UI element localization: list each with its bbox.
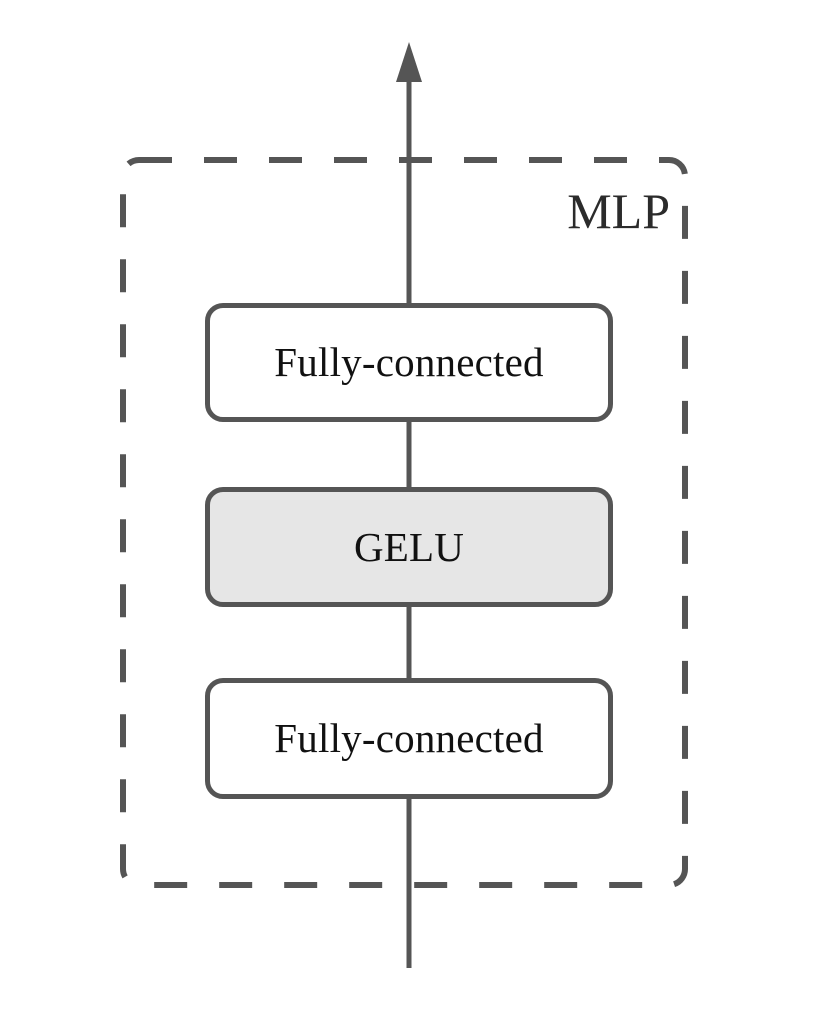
node-label: Fully-connected: [274, 715, 544, 761]
node-fully-connected-bottom[interactable]: Fully-connected: [205, 678, 613, 799]
mlp-group-dashed-border: [120, 157, 688, 888]
node-gelu[interactable]: GELU: [205, 487, 613, 607]
mlp-group-label: MLP: [567, 183, 670, 239]
node-label: GELU: [353, 523, 465, 570]
node-label: Fully-connected: [274, 339, 544, 385]
node-fully-connected-top[interactable]: Fully-connected: [205, 303, 613, 422]
flow-arrowhead-icon: [396, 42, 422, 82]
